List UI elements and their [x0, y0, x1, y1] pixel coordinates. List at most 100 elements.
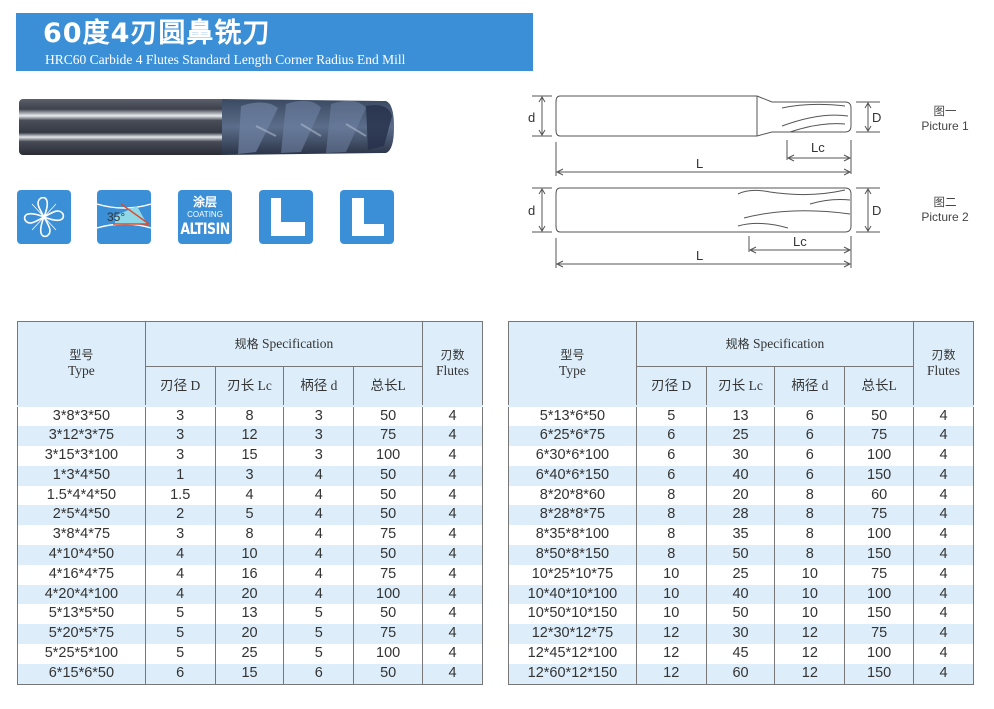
cutting-length-cell: 5	[214, 505, 285, 526]
picture-2-label: 图二 Picture 2	[921, 195, 969, 224]
shank-diameter-cell: 4	[283, 485, 355, 506]
cutting-diameter-cell: 6	[144, 663, 216, 685]
cutting-diameter-cell: 10	[635, 604, 707, 625]
flutes-cell: 4	[422, 663, 483, 685]
type-cell: 5*25*5*100	[17, 644, 146, 664]
cutting-diameter-cell: 5	[144, 604, 216, 625]
overall-length-header: 总长L	[844, 366, 915, 406]
cutting-diameter-cell: 6	[635, 446, 707, 466]
cutting-length-cell: 28	[705, 505, 776, 526]
cutting-length-cell: 13	[214, 604, 285, 625]
shank-diameter-cell: 3	[283, 446, 355, 466]
type-cell: 12*30*12*75	[508, 624, 637, 645]
shank-diameter-cell: 12	[774, 644, 846, 664]
shank-diameter-cell: 5	[283, 604, 355, 625]
flutes-cell: 4	[422, 505, 483, 526]
shank-diameter-cell: 8	[774, 545, 846, 565]
overall-length-cell: 60	[844, 485, 915, 506]
flutes-cell: 4	[422, 624, 483, 645]
overall-length-cell: 150	[844, 663, 915, 685]
shank-diameter-cell: 5	[283, 644, 355, 664]
shank-diameter-cell: 6	[774, 465, 846, 486]
overall-length-cell: 150	[844, 545, 915, 565]
flutes-cell: 4	[913, 545, 974, 565]
shank-diameter-header: 柄径 d	[774, 366, 846, 406]
flutes-cell: 4	[422, 644, 483, 664]
cutting-diameter-cell: 4	[144, 584, 216, 605]
helix-35-icon: 35°	[97, 190, 151, 244]
type-cell: 3*15*3*100	[17, 446, 146, 466]
overall-length-cell: 50	[353, 404, 424, 427]
shank-diameter-cell: 8	[774, 525, 846, 546]
overall-length-cell: 100	[353, 644, 424, 664]
type-cell: 8*50*8*150	[508, 545, 637, 565]
cutting-diameter-cell: 4	[144, 564, 216, 585]
four-flute-icon	[17, 190, 71, 244]
cutting-diameter-cell: 10	[635, 564, 707, 585]
shank-diameter-cell: 3	[283, 404, 355, 427]
type-cell: 12*45*12*100	[508, 644, 637, 664]
cutting-length-cell: 12	[214, 426, 285, 447]
cutting-length-cell: 15	[214, 446, 285, 466]
cutting-length-cell: 15	[214, 663, 285, 685]
flutes-cell: 4	[422, 604, 483, 625]
shank-diameter-cell: 4	[283, 505, 355, 526]
overall-length-cell: 100	[844, 446, 915, 466]
overall-length-cell: 50	[844, 404, 915, 427]
cutting-length-cell: 20	[705, 485, 776, 506]
type-cell: 6*15*6*50	[17, 663, 146, 685]
flutes-cell: 4	[422, 446, 483, 466]
type-cell: 10*50*10*150	[508, 604, 637, 625]
shank-diameter-cell: 8	[774, 485, 846, 506]
cutting-length-cell: 3	[214, 465, 285, 486]
cutting-diameter-cell: 6	[635, 426, 707, 447]
flutes-cell: 4	[913, 485, 974, 506]
overall-length-header: 总长L	[353, 366, 424, 406]
cutting-length-cell: 25	[705, 564, 776, 585]
cutting-length-cell: 20	[214, 584, 285, 605]
type-cell: 5*20*5*75	[17, 624, 146, 645]
shank-diameter-cell: 6	[774, 446, 846, 466]
flutes-cell: 4	[422, 564, 483, 585]
cutting-length-cell: 50	[705, 545, 776, 565]
technical-drawings: d D Lc L d D Lc L 图一 Picture 1 图二 Pictur…	[520, 88, 990, 278]
shank-diameter-cell: 4	[283, 584, 355, 605]
cutting-length-cell: 25	[705, 426, 776, 447]
type-cell: 4*10*4*50	[17, 545, 146, 565]
cutting-length-cell: 16	[214, 564, 285, 585]
shank-diameter-cell: 4	[283, 564, 355, 585]
cutting-length-cell: 30	[705, 446, 776, 466]
overall-length-cell: 100	[844, 584, 915, 605]
cutting-length-cell: 25	[214, 644, 285, 664]
type-cell: 4*20*4*100	[17, 584, 146, 605]
flutes-cell: 4	[913, 404, 974, 427]
overall-length-cell: 150	[844, 604, 915, 625]
svg-text:D: D	[872, 203, 881, 218]
overall-length-cell: 75	[844, 624, 915, 645]
cutting-diameter-cell: 5	[144, 624, 216, 645]
cutting-length-header: 刃长 Lc	[214, 366, 285, 406]
cutting-diameter-cell: 6	[635, 465, 707, 486]
flutes-cell: 4	[422, 545, 483, 565]
picture-1-label: 图一 Picture 1	[921, 104, 969, 133]
length-type-icon	[340, 190, 394, 244]
overall-length-cell: 75	[844, 505, 915, 526]
overall-length-cell: 100	[353, 584, 424, 605]
cutting-diameter-cell: 5	[144, 644, 216, 664]
overall-length-cell: 100	[844, 525, 915, 546]
svg-text:35°: 35°	[107, 210, 125, 224]
overall-length-cell: 100	[844, 644, 915, 664]
title-english: HRC60 Carbide 4 Flutes Standard Length C…	[45, 52, 406, 67]
